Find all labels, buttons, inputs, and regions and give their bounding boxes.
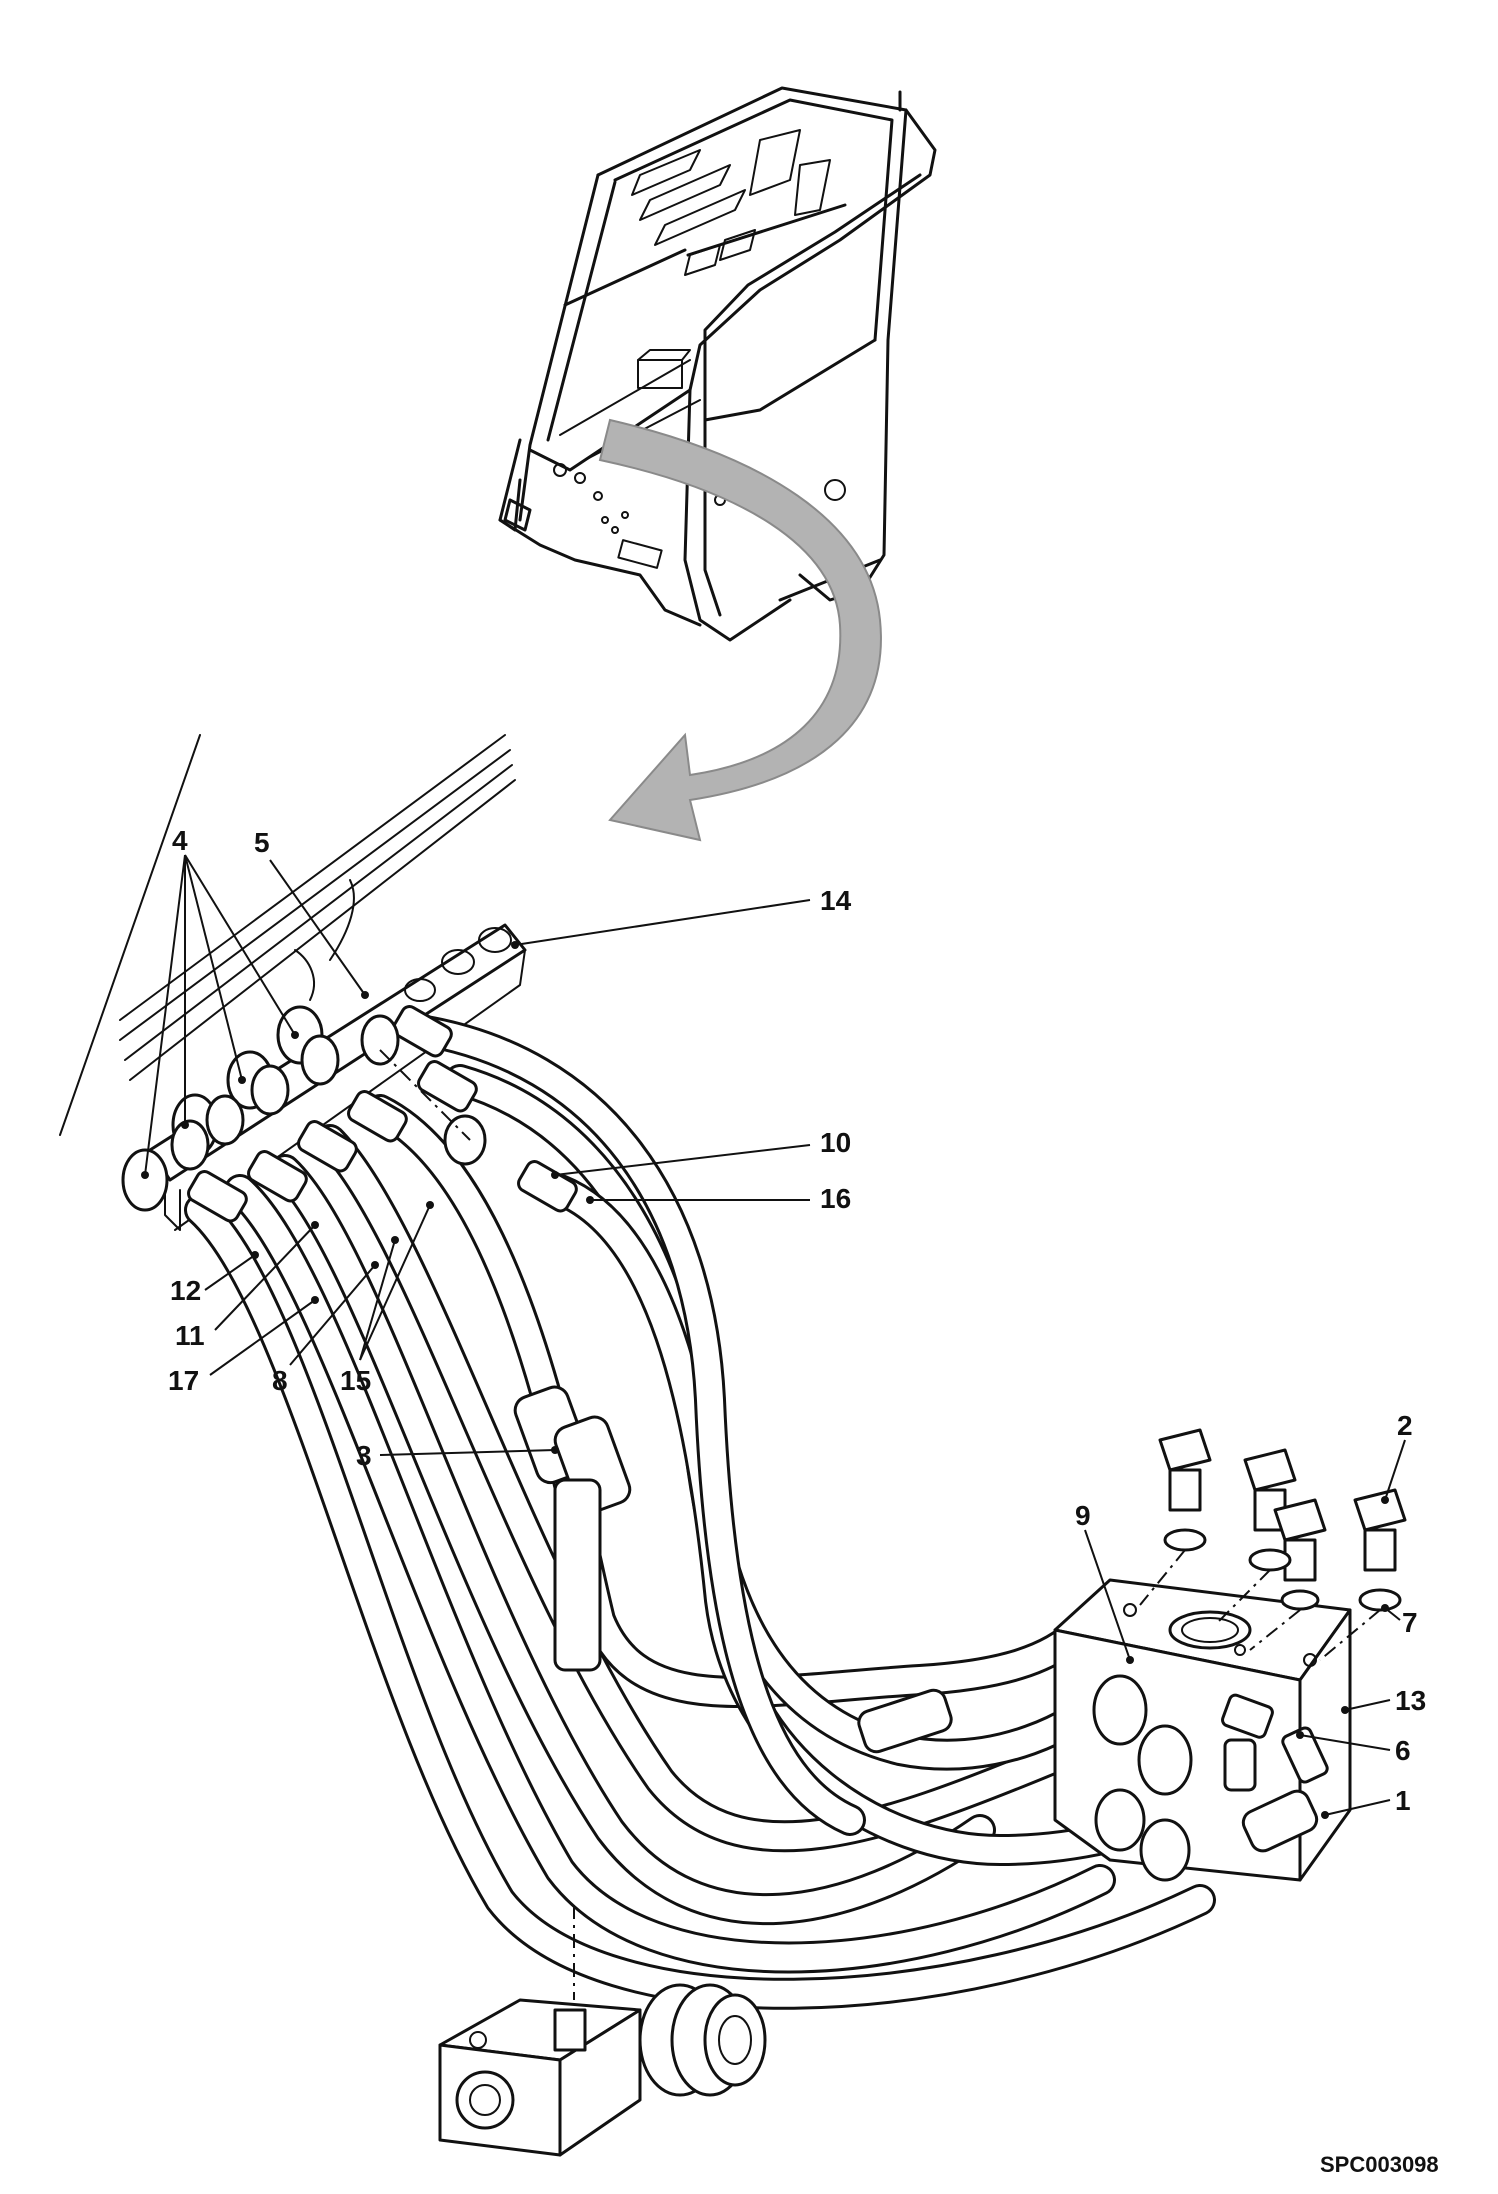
machine-frame-illustration bbox=[498, 86, 937, 642]
view-direction-arrow bbox=[598, 418, 882, 842]
callout-7: 7 bbox=[1402, 1607, 1418, 1638]
callout-14: 14 bbox=[820, 885, 852, 916]
callout-6: 6 bbox=[1395, 1735, 1411, 1766]
callout-3: 3 bbox=[356, 1440, 372, 1471]
callout-2: 2 bbox=[1397, 1410, 1413, 1441]
figure-reference-code: SPC003098 bbox=[1320, 2152, 1439, 2177]
callout-16: 16 bbox=[820, 1183, 851, 1214]
callout-5: 5 bbox=[254, 827, 270, 858]
callout-4: 4 bbox=[172, 825, 188, 856]
hose-sleeve bbox=[513, 1385, 632, 1672]
callout-9: 9 bbox=[1075, 1500, 1091, 1531]
callout-leaders bbox=[141, 854, 1406, 1819]
callout-13: 13 bbox=[1395, 1685, 1426, 1716]
callout-1: 1 bbox=[1395, 1785, 1411, 1816]
manifold-block bbox=[857, 1428, 1407, 1882]
callout-8: 8 bbox=[272, 1365, 288, 1396]
hose-fittings bbox=[170, 1005, 578, 1223]
callout-10: 10 bbox=[820, 1127, 851, 1158]
callout-11: 11 bbox=[175, 1320, 205, 1351]
callout-15: 15 bbox=[340, 1365, 371, 1396]
hose-bundle bbox=[184, 1014, 1336, 2010]
callout-12: 12 bbox=[170, 1275, 201, 1306]
callout-17: 17 bbox=[168, 1365, 199, 1396]
lower-valve-assembly bbox=[438, 1905, 767, 2157]
